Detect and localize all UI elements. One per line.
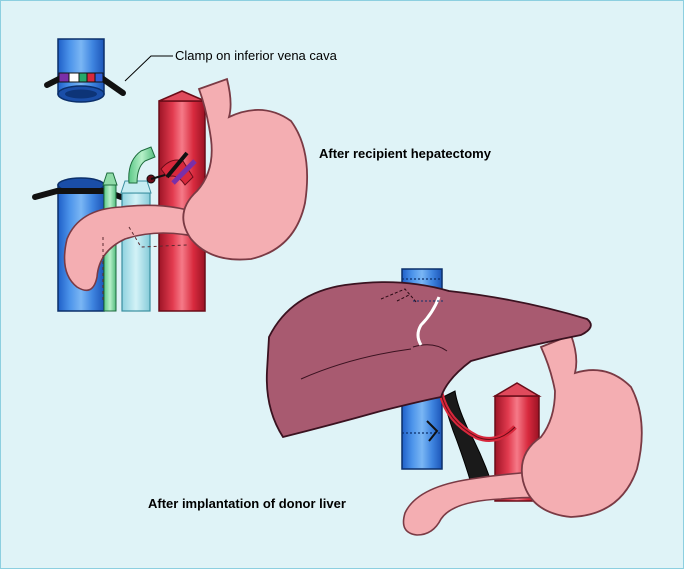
stomach-implanted	[522, 335, 642, 517]
hepatectomy-label: After recipient hepatectomy	[319, 146, 492, 161]
implantation-label: After implantation of donor liver	[148, 496, 346, 511]
ivc-clamp-detail: Clamp on inferior vena cava	[47, 39, 338, 102]
clamp-leader-line	[125, 56, 173, 81]
implantation-illustration: After implantation of donor liver	[148, 269, 642, 535]
clamp-label: Clamp on inferior vena cava	[175, 48, 338, 63]
